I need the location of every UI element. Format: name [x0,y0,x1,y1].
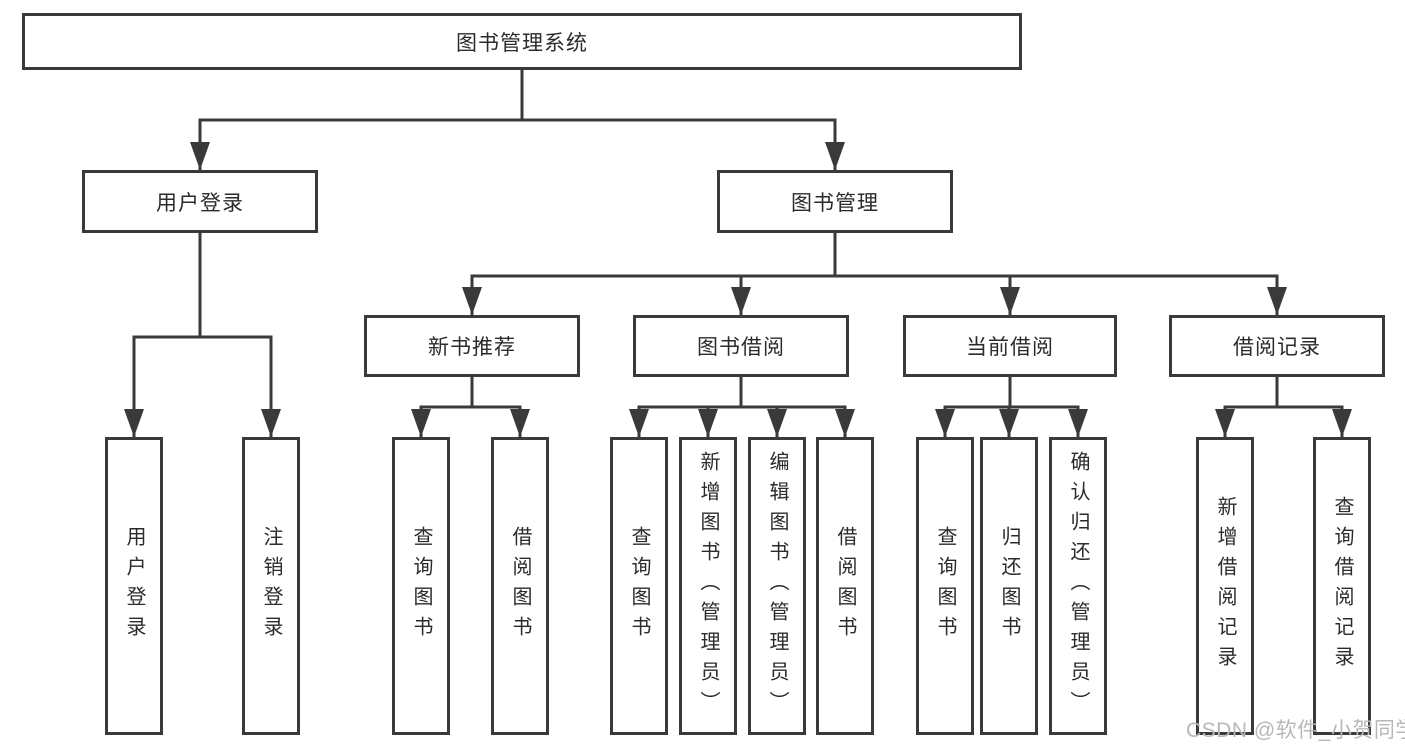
leaf-add-book-admin: 新增图书（管理员） [679,437,737,735]
leaf-borrow-books-borrowing: 借阅图书 [816,437,874,735]
node-label: 注销登录 [260,526,282,646]
leaf-query-books-current: 查询图书 [916,437,974,735]
node-label: 当前借阅 [966,336,1054,359]
node-borrowing-records: 借阅记录 [1169,315,1385,377]
leaf-edit-book-admin: 编辑图书（管理员） [748,437,806,735]
node-label: 查询借阅记录 [1331,496,1353,676]
node-label: 用户登录 [156,191,244,215]
node-current-borrowing: 当前借阅 [903,315,1117,377]
watermark-text: CSDN @软件_小贺同学 [1186,719,1405,742]
node-new-book-recommend: 新书推荐 [364,315,580,377]
leaf-query-books-borrowing: 查询图书 [610,437,668,735]
node-user-login: 用户登录 [82,170,318,233]
node-label: 新书推荐 [428,336,516,359]
node-root: 图书管理系统 [22,13,1022,70]
node-label: 查询图书 [628,526,650,646]
leaf-logout: 注销登录 [242,437,300,735]
node-label: 新增图书（管理员） [697,451,719,721]
node-label: 图书管理 [791,191,879,215]
node-book-management: 图书管理 [717,170,953,233]
leaf-add-borrow-record: 新增借阅记录 [1196,437,1254,735]
node-label: 编辑图书（管理员） [766,451,788,721]
node-label: 借阅图书 [509,526,531,646]
node-label: 借阅图书 [834,526,856,646]
node-label: 查询图书 [934,526,956,646]
node-label: 图书管理系统 [456,31,588,55]
node-book-borrowing: 图书借阅 [633,315,849,377]
node-label: 图书借阅 [697,336,785,359]
leaf-confirm-return-admin: 确认归还（管理员） [1049,437,1107,735]
leaf-user-login: 用户登录 [105,437,163,735]
leaf-query-borrow-record: 查询借阅记录 [1313,437,1371,735]
leaf-return-book: 归还图书 [980,437,1038,735]
node-label: 新增借阅记录 [1214,496,1236,676]
leaf-query-books-recommend: 查询图书 [392,437,450,735]
leaf-borrow-books-recommend: 借阅图书 [491,437,549,735]
node-label: 归还图书 [998,526,1020,646]
node-label: 用户登录 [123,526,145,646]
node-label: 查询图书 [410,526,432,646]
node-label: 确认归还（管理员） [1067,451,1089,721]
node-label: 借阅记录 [1233,336,1321,359]
